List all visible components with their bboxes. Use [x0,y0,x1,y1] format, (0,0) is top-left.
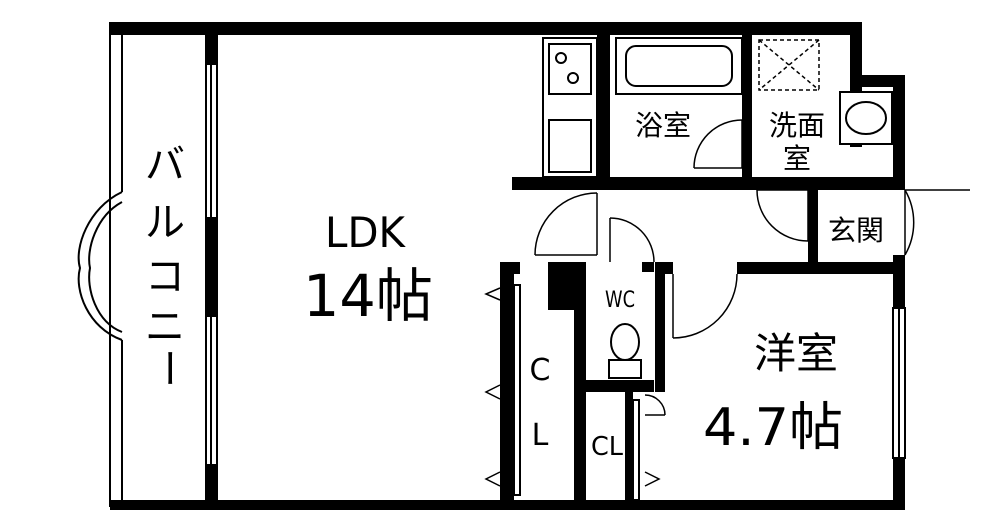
balcony-char-4: ニ [145,304,185,350]
western-room-name: 洋室 [754,329,838,378]
ldk-name: LDK [325,208,406,257]
left-windows [205,63,218,466]
right-window [892,307,906,459]
closet-large-label-line1: C [530,353,551,388]
washbasin-icon [839,91,893,145]
balcony-area [77,22,123,507]
bathtub-icon [615,37,743,95]
toilet-icon [608,323,642,379]
washing-machine-space-icon [758,39,820,91]
balcony-label: バ ル コ ニ ー [145,142,191,388]
wc-label: WC [605,288,635,313]
closet-small-label: CL [591,432,624,462]
washroom-label-line2: 室 [783,142,811,175]
closet-large-label-line2: L [532,418,549,453]
ldk-size: 14帖 [303,262,433,330]
kitchen-counter [542,37,598,178]
balcony-char-1: バ [145,142,185,188]
closet-markers [484,287,661,487]
washroom-label-line1: 洗面 [769,109,825,142]
western-room-size: 4.7帖 [703,398,843,458]
closet-doors [513,284,640,501]
entrance-label: 玄関 [828,214,884,247]
doors [534,119,970,416]
stove-icon [555,52,579,84]
bath-label: 浴室 [635,109,691,142]
balcony-char-5: ー [145,348,191,388]
balcony-char-3: コ [145,254,185,300]
balcony-char-2: ル [145,200,185,246]
